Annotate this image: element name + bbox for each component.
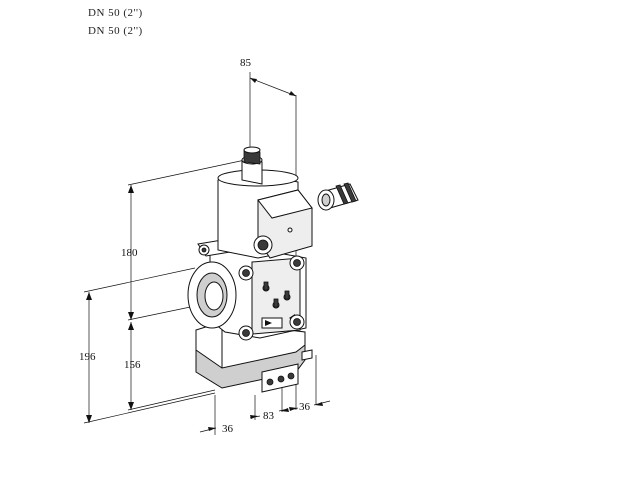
size-label-line-1: DN 50 (2'') [88, 7, 143, 19]
dim-label-36-left: 36 [222, 423, 234, 435]
dim-label-180: 180 [121, 247, 138, 259]
dim-label-196: 196 [79, 351, 96, 363]
size-label-line-2: DN 50 (2'') [88, 25, 143, 37]
dim-label-85: 85 [240, 57, 252, 69]
dim-label-36-right: 36 [299, 401, 311, 413]
cable-gland-icon [317, 182, 359, 211]
valve-body [187, 146, 313, 393]
dim-label-156: 156 [124, 359, 141, 371]
dim-label-83: 83 [263, 410, 275, 422]
